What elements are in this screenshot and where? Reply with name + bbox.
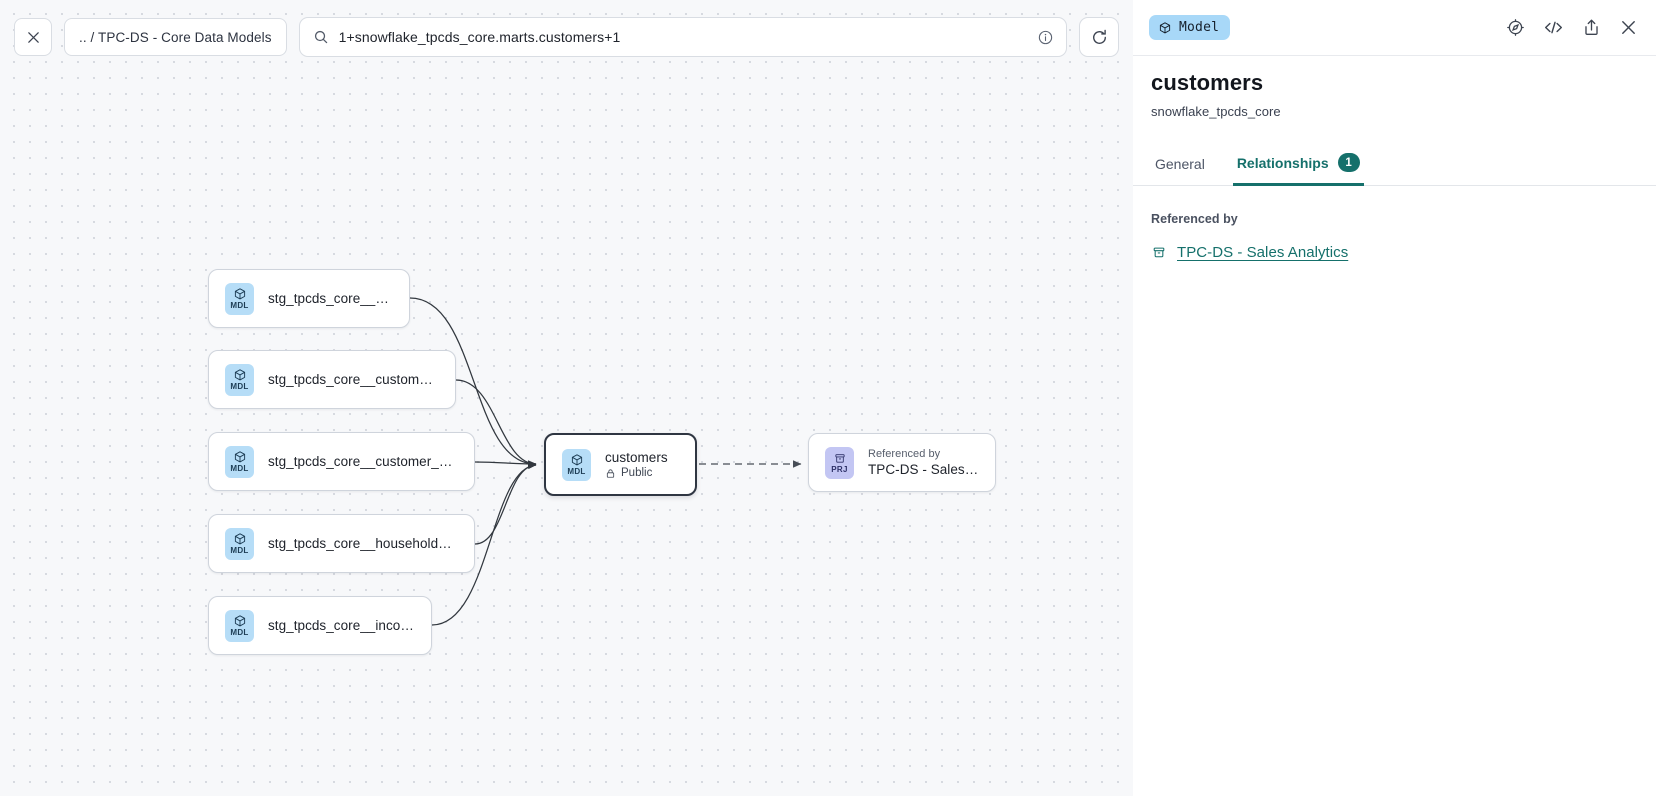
cube-icon <box>1159 21 1171 33</box>
node-body: stg_tpcds_core__customer_demogra… <box>268 454 458 469</box>
model-badge: MDL <box>225 363 254 396</box>
node-stg_tpcds_core__household_demogr-[interactable]: MDL stg_tpcds_core__household_demogr… <box>208 514 475 573</box>
page-title: customers <box>1151 70 1264 95</box>
badge-label: MDL <box>230 301 249 310</box>
explore-icon <box>1507 19 1524 36</box>
cube-icon <box>234 288 245 300</box>
cube-icon <box>234 369 245 381</box>
breadcrumb-label: .. / TPC-DS - Core Data Models <box>79 29 272 45</box>
code-icon <box>1544 21 1563 34</box>
cube-icon <box>234 451 245 463</box>
model-badge: MDL <box>225 609 254 642</box>
cube-icon <box>571 454 582 466</box>
code-button[interactable] <box>1543 18 1564 37</box>
resource-type-pill: Model <box>1149 15 1231 40</box>
badge-label: MDL <box>230 382 249 391</box>
badge-label: MDL <box>230 464 249 473</box>
section-label-referenced-by: Referenced by <box>1151 212 1238 226</box>
panel-header: customers snowflake_tpcds_core <box>1133 56 1656 119</box>
node-customers[interactable]: MDL customers Public <box>544 433 697 496</box>
lineage-edges <box>409 297 802 626</box>
refresh-button[interactable] <box>1079 17 1119 57</box>
cube-icon <box>234 615 245 627</box>
tab-label: Relationships <box>1236 154 1329 171</box>
model-badge: MDL <box>225 527 254 560</box>
close-icon <box>27 31 39 43</box>
pill-label: Model <box>1179 20 1220 35</box>
details-panel: Model <box>1133 0 1656 796</box>
panel-toolbar: Model <box>1133 0 1656 56</box>
node-stg_tpcds_core__customer_address[interactable]: MDL stg_tpcds_core__customer_address <box>208 350 456 409</box>
share-icon <box>1585 19 1598 36</box>
node-title: stg_tpcds_core__household_demogr… <box>268 536 458 551</box>
node-body: customers Public <box>605 450 668 479</box>
close-lineage-button[interactable] <box>14 18 52 56</box>
node-stg_tpcds_core__income_band[interactable]: MDL stg_tpcds_core__income_band <box>208 596 432 655</box>
refresh-icon <box>1092 29 1106 44</box>
node-stg_tpcds_core__customer[interactable]: MDL stg_tpcds_core__customer <box>208 269 410 328</box>
node-kicker: Referenced by <box>868 448 941 460</box>
model-badge: MDL <box>562 448 591 481</box>
node-title: stg_tpcds_core__income_band <box>268 618 415 633</box>
list-item[interactable]: TPC-DS - Sales Analytics <box>1151 244 1638 261</box>
model-badge: MDL <box>225 282 254 315</box>
tab-count-badge: 1 <box>1337 153 1360 172</box>
close-icon <box>1622 21 1635 34</box>
search-icon <box>314 30 327 44</box>
close-panel-button[interactable] <box>1619 18 1638 37</box>
badge-label: MDL <box>567 467 586 476</box>
search-input[interactable] <box>338 29 1027 45</box>
panel-subtitle: snowflake_tpcds_core <box>1151 104 1281 119</box>
info-icon[interactable] <box>1037 29 1054 46</box>
node-title: stg_tpcds_core__customer_address <box>268 372 439 387</box>
relationships-content: Referenced by TPC-DS - Sales Analytics <box>1133 186 1656 261</box>
node-body: Referenced by TPC-DS - Sales Analytics <box>868 448 979 477</box>
tab-label: General <box>1155 156 1205 172</box>
node-title: TPC-DS - Sales Analytics <box>868 462 979 477</box>
node-body: stg_tpcds_core__customer <box>268 291 393 306</box>
badge-label: MDL <box>230 628 249 637</box>
panel-actions <box>1506 18 1638 37</box>
node-body: stg_tpcds_core__household_demogr… <box>268 536 458 551</box>
cube-icon <box>234 533 245 545</box>
node-title: stg_tpcds_core__customer <box>268 291 393 306</box>
badge-label: PRJ <box>831 464 848 474</box>
archive-icon <box>834 453 845 463</box>
node-stg_tpcds_core__customer_demogra-[interactable]: MDL stg_tpcds_core__customer_demogra… <box>208 432 475 491</box>
project-badge: PRJ <box>825 446 854 479</box>
tab-relationships[interactable]: Relationships 1 <box>1232 145 1364 186</box>
project-icon <box>1153 247 1165 258</box>
node-visibility: Public <box>605 467 668 479</box>
panel-tabs: General Relationships 1 <box>1133 145 1656 186</box>
lineage-search[interactable] <box>298 17 1067 57</box>
node-body: stg_tpcds_core__customer_address <box>268 372 439 387</box>
visibility-label: Public <box>621 467 653 479</box>
breadcrumb[interactable]: .. / TPC-DS - Core Data Models <box>64 18 287 56</box>
reference-link[interactable]: TPC-DS - Sales Analytics <box>1177 244 1349 261</box>
tab-general[interactable]: General <box>1151 148 1209 186</box>
lineage-graph[interactable]: MDL stg_tpcds_core__customerMDL stg_tpcds_… <box>0 0 1133 796</box>
model-badge: MDL <box>225 445 254 478</box>
node-project-sales-analytics[interactable]: PRJ Referenced by TPC-DS - Sales Analyti… <box>808 433 996 492</box>
explore-button[interactable] <box>1506 18 1525 37</box>
canvas-toolbar: .. / TPC-DS - Core Data Models <box>0 0 1133 74</box>
badge-label: MDL <box>230 546 249 555</box>
node-title: stg_tpcds_core__customer_demogra… <box>268 454 458 469</box>
share-button[interactable] <box>1582 18 1601 37</box>
node-title: customers <box>605 450 668 465</box>
node-body: stg_tpcds_core__income_band <box>268 618 415 633</box>
lock-icon <box>606 468 615 478</box>
lineage-canvas[interactable]: .. / TPC-DS - Core Data Models <box>0 0 1133 796</box>
